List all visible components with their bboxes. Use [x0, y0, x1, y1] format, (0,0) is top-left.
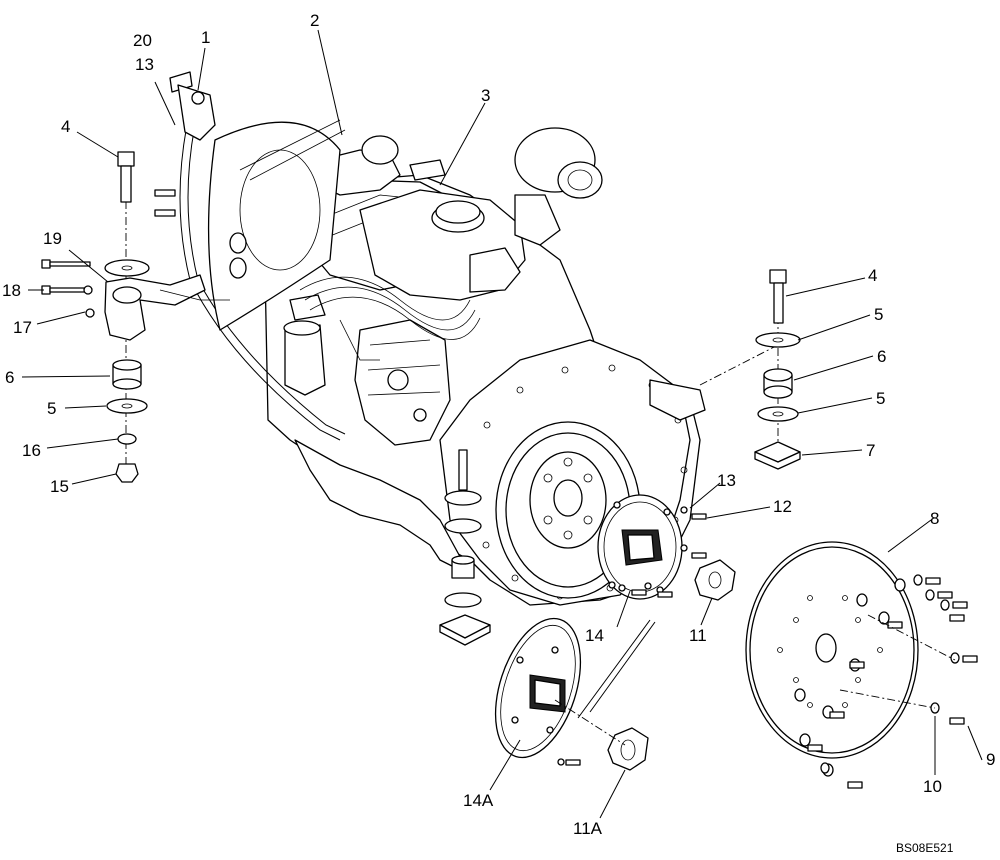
coupling-element-11A — [607, 727, 649, 771]
callout-17: 17 — [13, 318, 32, 337]
callout-7: 7 — [866, 441, 875, 460]
callout-2: 2 — [310, 11, 319, 30]
callout-15: 15 — [50, 477, 69, 496]
engine-front-mounts — [439, 449, 491, 646]
right-mount-stack — [699, 269, 801, 470]
callout-18: 18 — [2, 281, 21, 300]
callout-3: 3 — [481, 86, 490, 105]
left-mount-stack — [41, 151, 230, 483]
callout-labels: 20 1 13 2 3 4 19 18 17 6 5 16 15 4 5 6 5… — [2, 11, 995, 855]
callout-14: 14 — [585, 626, 604, 645]
callout-5-right-bottom: 5 — [876, 389, 885, 408]
callout-11A: 11A — [573, 819, 603, 838]
leader-lines — [21, 29, 983, 819]
callout-10: 10 — [923, 777, 942, 796]
callout-1: 1 — [201, 28, 210, 47]
flex-plate-bolts — [807, 574, 978, 789]
callout-8: 8 — [930, 509, 939, 528]
coupling-assembly — [597, 494, 736, 601]
callout-12: 12 — [773, 497, 792, 516]
flex-plate — [745, 541, 919, 777]
adapter-plate-14A — [494, 617, 582, 766]
callout-9: 9 — [986, 750, 995, 769]
callout-4-left: 4 — [61, 117, 70, 136]
callout-6-right: 6 — [877, 347, 886, 366]
callout-13-right: 13 — [717, 471, 736, 490]
callout-20: 20 — [133, 31, 152, 50]
callout-19: 19 — [43, 229, 62, 248]
callout-11: 11 — [689, 626, 707, 645]
callout-6-left: 6 — [5, 368, 14, 387]
callout-4-right: 4 — [868, 266, 877, 285]
callout-5-right-top: 5 — [874, 305, 883, 324]
callout-14A: 14A — [463, 791, 494, 810]
callout-5-left: 5 — [47, 399, 56, 418]
callout-16: 16 — [22, 441, 41, 460]
engine-assembly — [154, 71, 706, 606]
callout-13-top: 13 — [135, 55, 154, 74]
figure-reference: BS08E521 — [896, 841, 954, 855]
